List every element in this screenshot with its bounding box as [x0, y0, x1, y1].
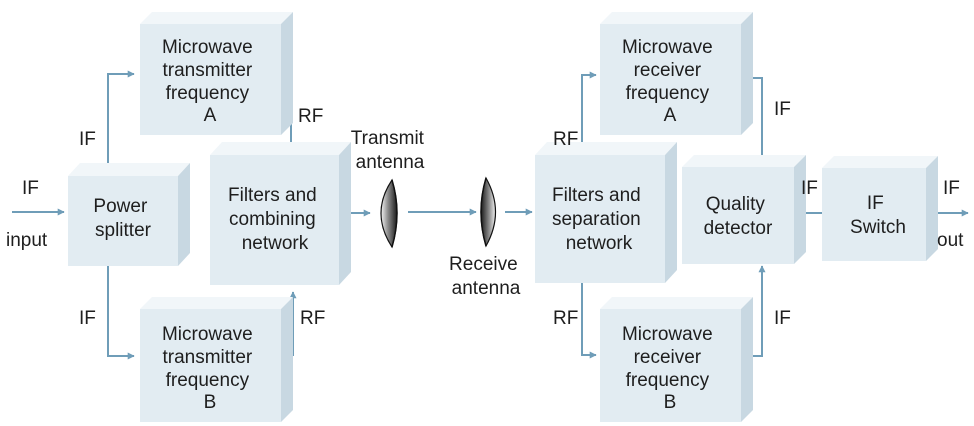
- tx-a-line-1: Microwave: [162, 37, 253, 58]
- wire-rf-to-rx-a: [581, 71, 597, 153]
- quality-line-1: Quality: [706, 194, 766, 215]
- label-if-output-bottom: out: [937, 230, 964, 251]
- combining-line-2: combining: [229, 209, 316, 230]
- power-splitter-line-1: Power: [93, 196, 148, 217]
- block-combining-network: Filters and combining network: [210, 142, 351, 285]
- tx-b-line-2: transmitter: [162, 347, 252, 368]
- svg-text:Receive antenna: Receive antenna: [449, 254, 523, 299]
- label-if-to-tx-b: IF: [79, 308, 96, 329]
- label-transmit-antenna-line-2: antenna: [356, 152, 425, 173]
- wire-if-to-tx-b: [107, 266, 135, 360]
- tx-a-line-4: A: [204, 105, 217, 126]
- block-transmitter-a: Microwave transmitter frequency A: [140, 12, 293, 135]
- wire-rf-to-rx-b: [581, 278, 597, 359]
- rx-b-line-2: receiver: [634, 347, 702, 368]
- wire-if-to-tx-a: [107, 70, 135, 165]
- label-if-input-bottom: input: [6, 230, 48, 251]
- tx-a-line-3: frequency: [166, 83, 250, 104]
- label-if-to-tx-a: IF: [79, 129, 96, 150]
- combining-line-3: network: [242, 233, 309, 254]
- svg-text:Microwave transmitter: Microwave transmitter frequency A: [162, 37, 258, 126]
- tx-b-line-4: B: [204, 392, 217, 413]
- svg-text:Filters and separation: Filters and separation network: [552, 185, 646, 254]
- tx-a-line-2: transmitter: [162, 60, 252, 81]
- svg-text:Microwave receiver: Microwave receiver frequency B: [622, 324, 718, 413]
- block-quality-detector: Quality detector: [682, 155, 806, 264]
- rx-b-line-1: Microwave: [622, 324, 713, 345]
- label-if-input-top: IF: [22, 178, 39, 199]
- rx-a-line-1: Microwave: [622, 37, 713, 58]
- block-separation-network: Filters and separation network: [535, 142, 677, 283]
- block-if-switch: IF Switch: [822, 156, 938, 261]
- rx-a-line-4: A: [664, 105, 677, 126]
- combining-line-1: Filters and: [228, 185, 317, 206]
- svg-text:IF Switch: IF Switch: [850, 193, 906, 238]
- label-rf-to-rx-b: RF: [553, 308, 578, 329]
- rx-b-line-4: B: [664, 392, 677, 413]
- block-receiver-b: Microwave receiver frequency B: [600, 297, 753, 422]
- block-power-splitter: Power splitter: [68, 163, 190, 266]
- power-splitter-line-2: splitter: [95, 220, 152, 241]
- label-if-from-rx-a: IF: [774, 99, 791, 120]
- block-transmitter-b: Microwave transmitter frequency B: [140, 297, 293, 422]
- receive-antenna-icon: [480, 176, 496, 248]
- label-receive-antenna-line-1: Receive: [449, 254, 518, 275]
- label-if-from-rx-b: IF: [774, 308, 791, 329]
- svg-text:Quality detector: Quality detector: [704, 194, 773, 239]
- label-if-output-top: IF: [943, 178, 960, 199]
- label-rf-from-tx-a: RF: [298, 106, 323, 127]
- label-rf-to-rx-a: RF: [553, 129, 578, 150]
- separation-line-1: Filters and: [552, 185, 641, 206]
- tx-b-line-1: Microwave: [162, 324, 253, 345]
- svg-text:Power splitter: Power splitter: [93, 196, 152, 241]
- block-receiver-a: Microwave receiver frequency A: [600, 12, 753, 135]
- label-transmit-antenna-line-1: Transmit: [351, 128, 425, 149]
- label-rf-from-tx-b: RF: [300, 308, 325, 329]
- transmit-antenna-icon: [380, 178, 398, 249]
- separation-line-2: separation: [552, 209, 641, 230]
- rx-a-line-3: frequency: [626, 83, 710, 104]
- label-receive-antenna-line-2: antenna: [452, 278, 521, 299]
- quality-line-2: detector: [704, 218, 773, 239]
- if-switch-line-2: Switch: [850, 217, 906, 238]
- svg-text:Transmit antenna: Transmit antenna: [351, 128, 429, 173]
- tx-b-line-3: frequency: [166, 370, 250, 391]
- rx-a-line-2: receiver: [634, 60, 702, 81]
- label-if-to-switch: IF: [801, 178, 818, 199]
- svg-text:Filters and combining: Filters and combining network: [228, 185, 322, 254]
- separation-line-3: network: [566, 233, 633, 254]
- if-switch-line-1: IF: [867, 193, 884, 214]
- rx-b-line-3: frequency: [626, 370, 710, 391]
- svg-text:Microwave transmitter: Microwave transmitter frequency B: [162, 324, 258, 413]
- svg-text:Microwave receiver: Microwave receiver frequency A: [622, 37, 718, 126]
